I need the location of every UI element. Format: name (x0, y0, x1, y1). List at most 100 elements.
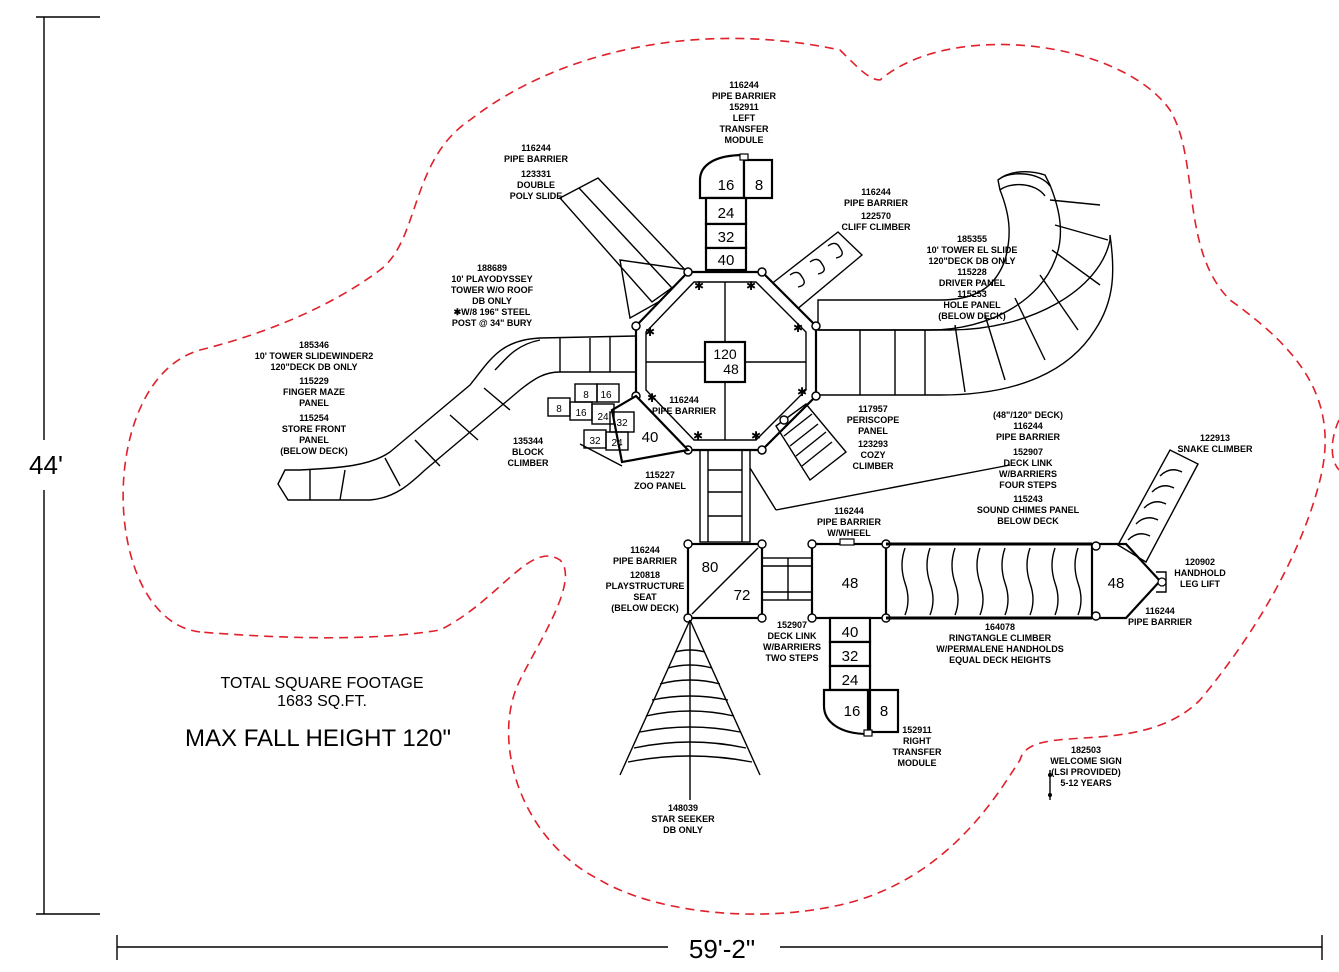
label-playstructure-seat: 116244 PIPE BARRIER 120818 PLAYSTRUCTURE… (606, 545, 685, 613)
label-text: 117957 (858, 404, 888, 414)
label-periscope: 117957 PERISCOPE PANEL 123293 COZY CLIMB… (847, 404, 900, 471)
total-square-footage-label: TOTAL SQUARE FOOTAGE (221, 675, 424, 692)
label-text: 10' TOWER EL SLIDE (927, 245, 1018, 255)
right-transfer-step-24: 24 (842, 672, 859, 689)
label-text: TOWER W/O ROOF (451, 285, 534, 295)
left-transfer-step-40: 40 (718, 252, 735, 269)
label-text: W/BARRIERS (763, 642, 821, 652)
label-text: RIGHT (903, 736, 932, 746)
label-text: PIPE BARRIER (712, 91, 777, 101)
width-dimension: 59'-2" (116, 934, 1323, 964)
label-text: 115253 (957, 289, 987, 299)
label-text: 148039 (668, 803, 698, 813)
el-tower-slide (817, 171, 1114, 396)
label-text: FINGER MAZE (283, 387, 345, 397)
right-transfer-step-32: 32 (842, 648, 859, 665)
label-text: 182503 (1071, 745, 1101, 755)
label-slidewinder: 185346 10' TOWER SLIDEWINDER2 120"DECK D… (255, 340, 374, 456)
label-text: 115229 (299, 376, 329, 386)
left-transfer-step-8: 8 (755, 177, 763, 194)
block-step-24a: 24 (597, 412, 609, 423)
label-text: 115227 (645, 470, 675, 480)
svg-text:✱: ✱ (693, 429, 703, 443)
tower-deck-height: 120 (713, 346, 737, 362)
right-transfer-step-40: 40 (842, 624, 859, 641)
block-step-8a: 8 (583, 390, 589, 401)
label-text: PLAYSTRUCTURE (606, 581, 685, 591)
deck-link-four-steps (699, 449, 1011, 543)
label-text: MODULE (898, 758, 937, 768)
label-text: LEG LIFT (1180, 579, 1220, 589)
label-text: 152907 (777, 620, 807, 630)
label-text: BLOCK (512, 447, 544, 457)
right-transfer-module: 40 32 24 16 8 (822, 616, 900, 737)
label-text: (LSI PROVIDED) (1051, 767, 1121, 777)
label-text: W/BARRIERS (999, 469, 1057, 479)
label-text: 116244 (1145, 606, 1175, 616)
label-text: BELOW DECK (997, 516, 1059, 526)
label-right-transfer: 152911 RIGHT TRANSFER MODULE (893, 725, 942, 768)
label-text: DRIVER PANEL (939, 278, 1006, 288)
label-text: 122913 (1200, 433, 1230, 443)
label-text: 152911 (729, 102, 759, 112)
label-text: 188689 (477, 263, 507, 273)
label-el-slide: 185355 10' TOWER EL SLIDE 120"DECK DB ON… (927, 234, 1018, 321)
label-text: 115243 (1013, 494, 1043, 504)
label-text: 115228 (957, 267, 987, 277)
label-text: PIPE BARRIER (996, 432, 1061, 442)
label-text: PANEL (299, 435, 329, 445)
label-text: TWO STEPS (765, 653, 818, 663)
label-pipe-barrier-mid: 116244 PIPE BARRIER (652, 395, 717, 416)
label-text: (BELOW DECK) (611, 603, 679, 613)
label-text: STORE FRONT (282, 424, 347, 434)
label-text: ✱W/8 196" STEEL (454, 307, 531, 317)
square-footage-value: 1683 SQ.FT. (277, 693, 367, 710)
label-text: 116244 (834, 506, 864, 516)
seat-deck: 80 72 (683, 539, 767, 623)
label-text: 120"DECK DB ONLY (929, 256, 1016, 266)
label-text: 120"DECK DB ONLY (271, 362, 358, 372)
label-handhold: 120902 HANDHOLD LEG LIFT (1174, 557, 1226, 589)
label-text: WELCOME SIGN (1050, 756, 1122, 766)
label-text: SNAKE CLIMBER (1177, 444, 1253, 454)
label-text: LEFT (733, 113, 756, 123)
label-text: PIPE BARRIER (652, 406, 717, 416)
label-text: 122570 (861, 211, 891, 221)
label-text: W/PERMALENE HANDHOLDS (936, 644, 1064, 654)
side-deck-height-40: 40 (642, 429, 659, 446)
label-text: DB ONLY (472, 296, 512, 306)
label-text: COZY (860, 450, 885, 460)
label-text: STAR SEEKER (651, 814, 715, 824)
label-text: 116244 (1013, 421, 1043, 431)
label-text: (BELOW DECK) (280, 446, 348, 456)
label-pipe-barrier-wheel: 116244 PIPE BARRIER W/WHEEL (817, 506, 882, 538)
left-transfer-step-32: 32 (718, 229, 735, 246)
label-text: PIPE BARRIER (504, 154, 569, 164)
svg-text:✱: ✱ (797, 385, 807, 399)
block-step-16a: 16 (600, 390, 612, 401)
label-text: 120902 (1185, 557, 1215, 567)
label-text: CLIMBER (853, 461, 894, 471)
block-step-32a: 32 (616, 418, 628, 429)
block-step-32b: 32 (589, 436, 601, 447)
main-tower: ✱ ✱ ✱ ✱ ✱ ✱ ✱ ✱ 120 48 (631, 267, 821, 455)
label-text: PIPE BARRIER (844, 198, 909, 208)
width-dimension-label: 59'-2" (689, 934, 755, 964)
center-deck-48: 48 (807, 538, 891, 623)
right-deck-height-48: 48 (1108, 575, 1125, 592)
slidewinder-slide (277, 335, 637, 501)
label-text: CLIFF CLIMBER (842, 222, 911, 232)
welcome-sign (1048, 770, 1052, 800)
max-fall-height: MAX FALL HEIGHT 120" (185, 725, 451, 752)
center-deck-height-48: 48 (842, 575, 859, 592)
label-text: 164078 (985, 622, 1015, 632)
right-transfer-step-8: 8 (880, 703, 888, 720)
svg-text:✱: ✱ (746, 279, 756, 293)
label-text: 116244 (729, 80, 759, 90)
label-text: MODULE (725, 135, 764, 145)
label-text: ZOO PANEL (634, 481, 686, 491)
label-text: EQUAL DECK HEIGHTS (949, 655, 1051, 665)
label-text: SEAT (633, 592, 657, 602)
label-double-slide: 116244 PIPE BARRIER 123331 DOUBLE POLY S… (504, 143, 569, 201)
block-step-8b: 8 (556, 404, 562, 415)
